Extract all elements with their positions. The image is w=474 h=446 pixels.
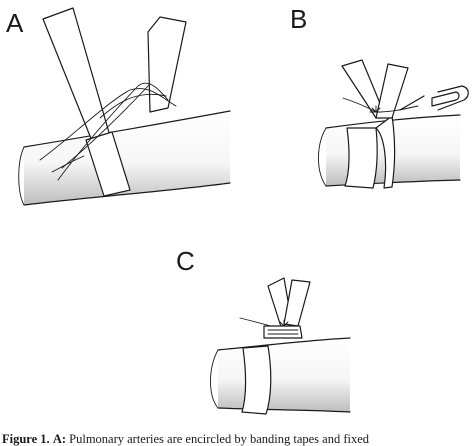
panel-c: C <box>176 246 351 415</box>
panel-a: A <box>6 7 231 206</box>
caption-panel-ref: A: <box>52 433 67 446</box>
panel-a-banding-tape <box>42 7 187 197</box>
figure-caption: Figure 1. A: Pulmonary arteries are enci… <box>2 433 472 446</box>
panel-b-label: B <box>290 4 307 34</box>
caption-text: Pulmonary arteries are encircled by band… <box>69 433 370 446</box>
panel-b-banding-tape <box>341 59 409 189</box>
panel-c-banding-tape <box>239 277 311 415</box>
panel-c-clip <box>263 325 303 339</box>
caption-figure-number: Figure 1. <box>2 433 50 446</box>
panel-a-label: A <box>6 8 24 38</box>
panel-b: B <box>290 4 469 189</box>
panel-c-vessel <box>210 337 351 413</box>
panel-b-clip-instrument <box>399 85 469 111</box>
panel-a-vessel <box>18 110 231 206</box>
panel-c-label: C <box>176 246 195 276</box>
panel-a-sutures <box>39 82 177 181</box>
